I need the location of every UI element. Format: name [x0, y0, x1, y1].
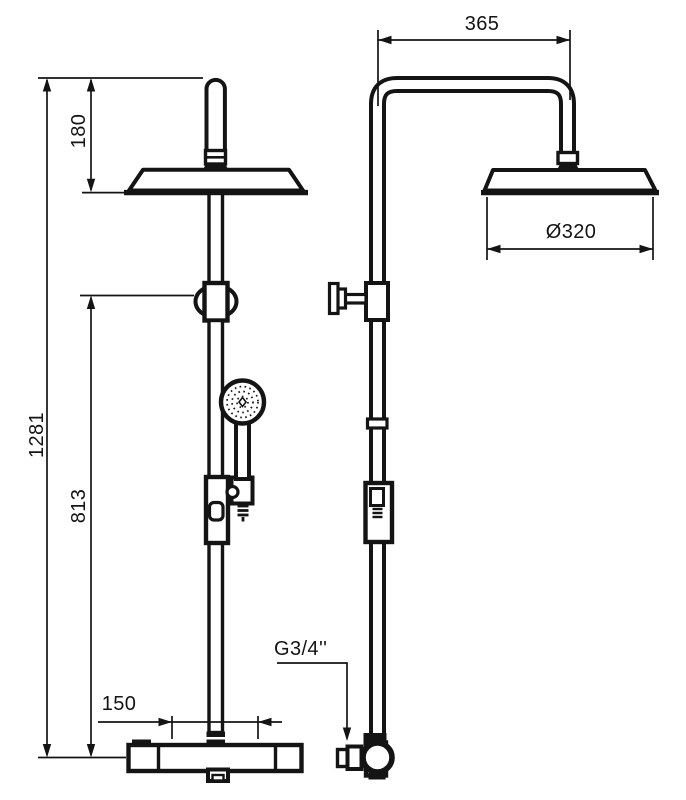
valve-bottom-outlet-slot — [211, 773, 225, 782]
hand-shower-center-mark — [237, 396, 248, 408]
dimension-arrow-right — [639, 244, 653, 254]
dimension-arrow-right — [158, 717, 172, 727]
side-view — [327, 76, 659, 780]
dimensions: 1281 180 813 150 — [26, 13, 654, 759]
dimension-arrow-down — [86, 744, 96, 758]
dim-label-thread: G3/4'' — [274, 638, 327, 660]
dim-label-total-height: 1281 — [26, 412, 48, 458]
valve-side-cap — [360, 740, 395, 775]
dim-label-inlet-spacing: 150 — [102, 693, 137, 715]
dim-arm-projection: 365 — [377, 13, 571, 106]
riser-collar-front-2 — [206, 739, 225, 745]
dimension-arrow-up — [86, 78, 96, 92]
leader-line — [277, 662, 348, 728]
leader-thread: G3/4'' — [274, 638, 352, 741]
dimension-arrow-up — [42, 78, 52, 92]
hose-coil — [237, 504, 249, 522]
bracket-knob-stem — [342, 292, 368, 305]
diverter-body-front — [202, 280, 230, 323]
slide-bracket-side-slot — [369, 487, 385, 507]
bracket-knob-bar — [327, 281, 340, 316]
slide-bracket-slot — [207, 500, 225, 522]
riser-top-cap — [204, 77, 227, 153]
dim-label-head-diameter: Ø320 — [546, 221, 597, 243]
dimension-arrow-right — [556, 35, 570, 45]
dim-label-head-offset: 180 — [68, 114, 90, 149]
valve-top-tab — [132, 739, 151, 746]
arm-union-nut — [556, 150, 580, 166]
dimension-arrow-left — [487, 244, 501, 254]
dim-head-diameter: Ø320 — [486, 197, 654, 260]
valve-side-bottom-tab — [368, 772, 386, 780]
overhead-shower-front — [127, 167, 305, 193]
bracket-sleeve-side — [364, 281, 390, 322]
front-view — [124, 77, 308, 783]
riser-pipe-lower — [207, 541, 225, 735]
dimension-arrow-down — [42, 744, 52, 758]
overhead-shower-side — [482, 168, 658, 193]
dim-handle-height: 813 — [68, 294, 194, 758]
dimension-arrow-left — [258, 717, 272, 727]
holder-notch — [225, 484, 240, 500]
dimension-arrow-left — [378, 35, 392, 45]
dimension-arrow-down — [86, 178, 96, 193]
dim-label-handle-height: 813 — [68, 489, 90, 524]
pipe-joint-side — [365, 417, 389, 430]
riser-collar-front-1 — [206, 731, 225, 737]
riser-pipe-upper — [207, 191, 225, 288]
dimension-arrow-down — [342, 727, 352, 741]
slide-bracket-side-coil — [372, 507, 383, 519]
dim-inlet-spacing: 150 — [98, 693, 282, 739]
dim-total-height: 1281 — [26, 77, 203, 759]
hand-shower-handle — [234, 418, 251, 481]
valve-side-inlet-inner — [345, 744, 364, 771]
riser-collar-side — [363, 733, 387, 745]
dimension-arrow-up — [86, 295, 96, 309]
dim-head-offset: 180 — [68, 78, 124, 194]
dim-label-arm-projection: 365 — [465, 13, 500, 35]
